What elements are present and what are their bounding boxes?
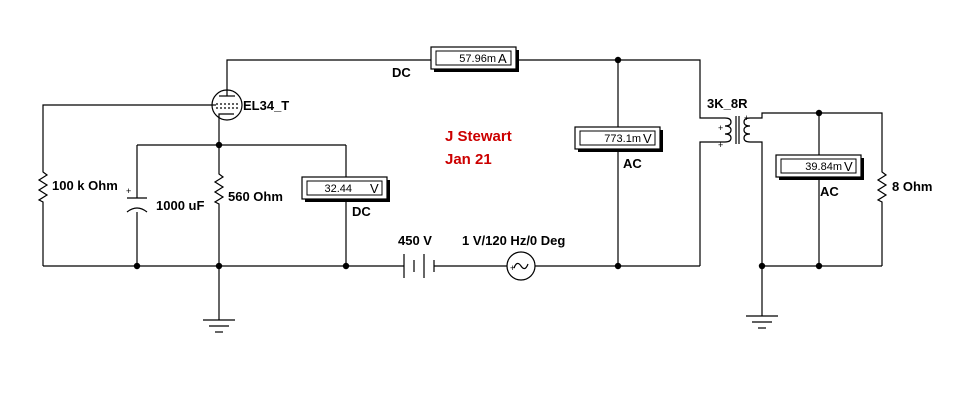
- meter-value: 32.44: [324, 183, 352, 195]
- author-name: J Stewart: [445, 128, 512, 145]
- primary-voltage-mode: AC: [623, 156, 642, 171]
- meter-value: 57.96m: [459, 53, 496, 65]
- junction: [215, 262, 223, 270]
- meter-display: [306, 180, 383, 196]
- ac-plus: +: [510, 263, 515, 273]
- meter-display: [579, 130, 656, 146]
- transformer-icon[interactable]: [724, 116, 751, 144]
- grid-wire: [42, 104, 212, 168]
- primary-top-wire: [618, 59, 725, 119]
- junction: [815, 109, 823, 117]
- ac-source-label: 1 V/120 Hz/0 Deg: [462, 233, 565, 248]
- ground-icon: [203, 319, 235, 333]
- plate-current-meter[interactable]: 57.96m A: [430, 46, 519, 72]
- junction: [614, 56, 622, 64]
- cathode-resistor-icon[interactable]: [213, 170, 225, 206]
- transformer-polarity-primary: +: [718, 123, 723, 133]
- junction: [342, 262, 350, 270]
- meter-value: 773.1m: [604, 133, 641, 145]
- cathode-voltage-meter[interactable]: 32.44 V: [301, 176, 390, 202]
- load-resistor-icon[interactable]: [876, 168, 888, 204]
- battery-icon[interactable]: [403, 254, 435, 278]
- battery-label: 450 V: [398, 233, 432, 248]
- plate-current-mode: DC: [392, 65, 411, 80]
- transformer-polarity-primary-2: +: [718, 140, 723, 150]
- junction: [614, 262, 622, 270]
- grid-resistor-label: 100 k Ohm: [52, 178, 118, 193]
- secondary-voltage-mode: AC: [820, 184, 839, 199]
- secondary-coil: [743, 117, 751, 143]
- ground-icon: [746, 315, 778, 329]
- zigzag: [37, 168, 49, 204]
- junction: [215, 141, 223, 149]
- ac-source-circle: [506, 251, 536, 281]
- transformer-label: 3K_8R: [707, 96, 748, 111]
- capacitor-label: 1000 uF: [156, 198, 204, 213]
- junction: [815, 262, 823, 270]
- meter-display: [780, 158, 857, 174]
- zigzag: [876, 168, 888, 204]
- cathode-resistor-label: 560 Ohm: [228, 189, 283, 204]
- zigzag: [213, 170, 225, 206]
- meter-unit: V: [844, 159, 853, 174]
- plate-wire: [226, 59, 432, 90]
- tube-label: EL34_T: [243, 98, 289, 113]
- primary-voltage-meter[interactable]: 773.1m V: [574, 126, 663, 152]
- meter-display: [435, 50, 512, 66]
- ac-source-icon[interactable]: +: [506, 251, 536, 281]
- junctions: [133, 56, 823, 270]
- meter-unit: A: [498, 51, 507, 66]
- cap-plate-bottom: [126, 207, 148, 213]
- meter-unit: V: [370, 181, 379, 196]
- load-resistor-label: 8 Ohm: [892, 179, 932, 194]
- wires: [42, 59, 883, 320]
- capacitor-icon[interactable]: [126, 197, 148, 213]
- junction: [133, 262, 141, 270]
- sine-wave: [513, 262, 529, 270]
- meter-unit: V: [643, 131, 652, 146]
- primary-coil: [724, 117, 732, 143]
- capacitor-polarity: +: [126, 186, 131, 196]
- secondary-top-wire: [750, 112, 883, 168]
- transformer-polarity-secondary: +: [744, 113, 749, 123]
- grid-resistor-icon[interactable]: [37, 168, 49, 204]
- meter-value: 39.84m: [805, 161, 842, 173]
- primary-bottom-wire: [699, 141, 725, 266]
- secondary-bottom-wire: [750, 141, 763, 316]
- author-date: Jan 21: [445, 151, 492, 168]
- secondary-voltage-meter[interactable]: 39.84m V: [775, 154, 864, 180]
- vacuum-tube-icon[interactable]: [211, 89, 243, 121]
- tube-cathode: [218, 113, 234, 120]
- junction: [758, 262, 766, 270]
- cathode-voltage-mode: DC: [352, 204, 371, 219]
